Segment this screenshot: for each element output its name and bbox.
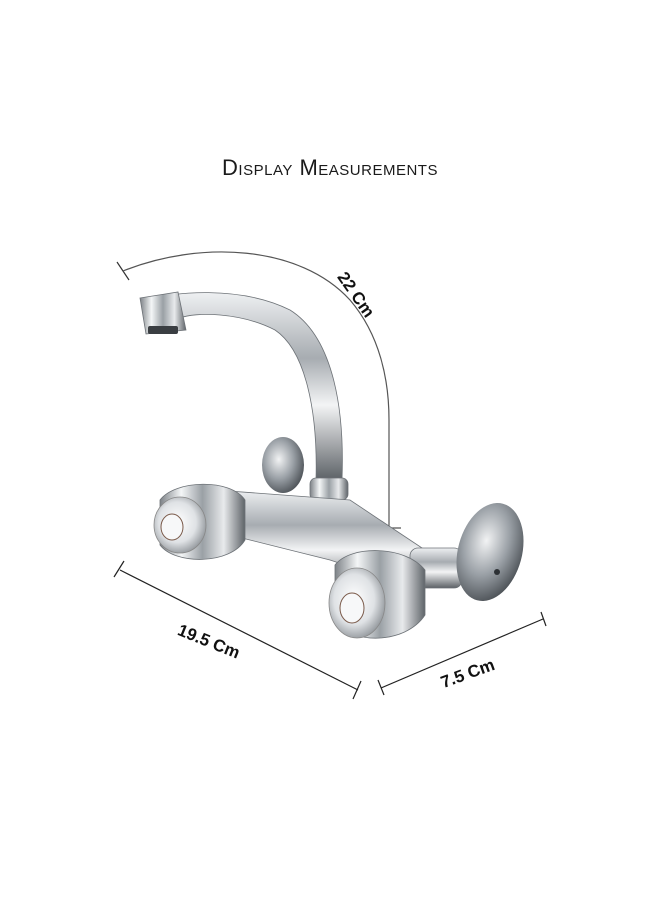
right-handle-knob <box>328 550 426 639</box>
page-title: Display Measurements <box>222 155 438 180</box>
left-handle-knob <box>153 483 246 560</box>
depth-dimension-line <box>377 611 547 696</box>
width-dimension-line <box>113 560 362 700</box>
faucet-illustration <box>139 291 524 639</box>
